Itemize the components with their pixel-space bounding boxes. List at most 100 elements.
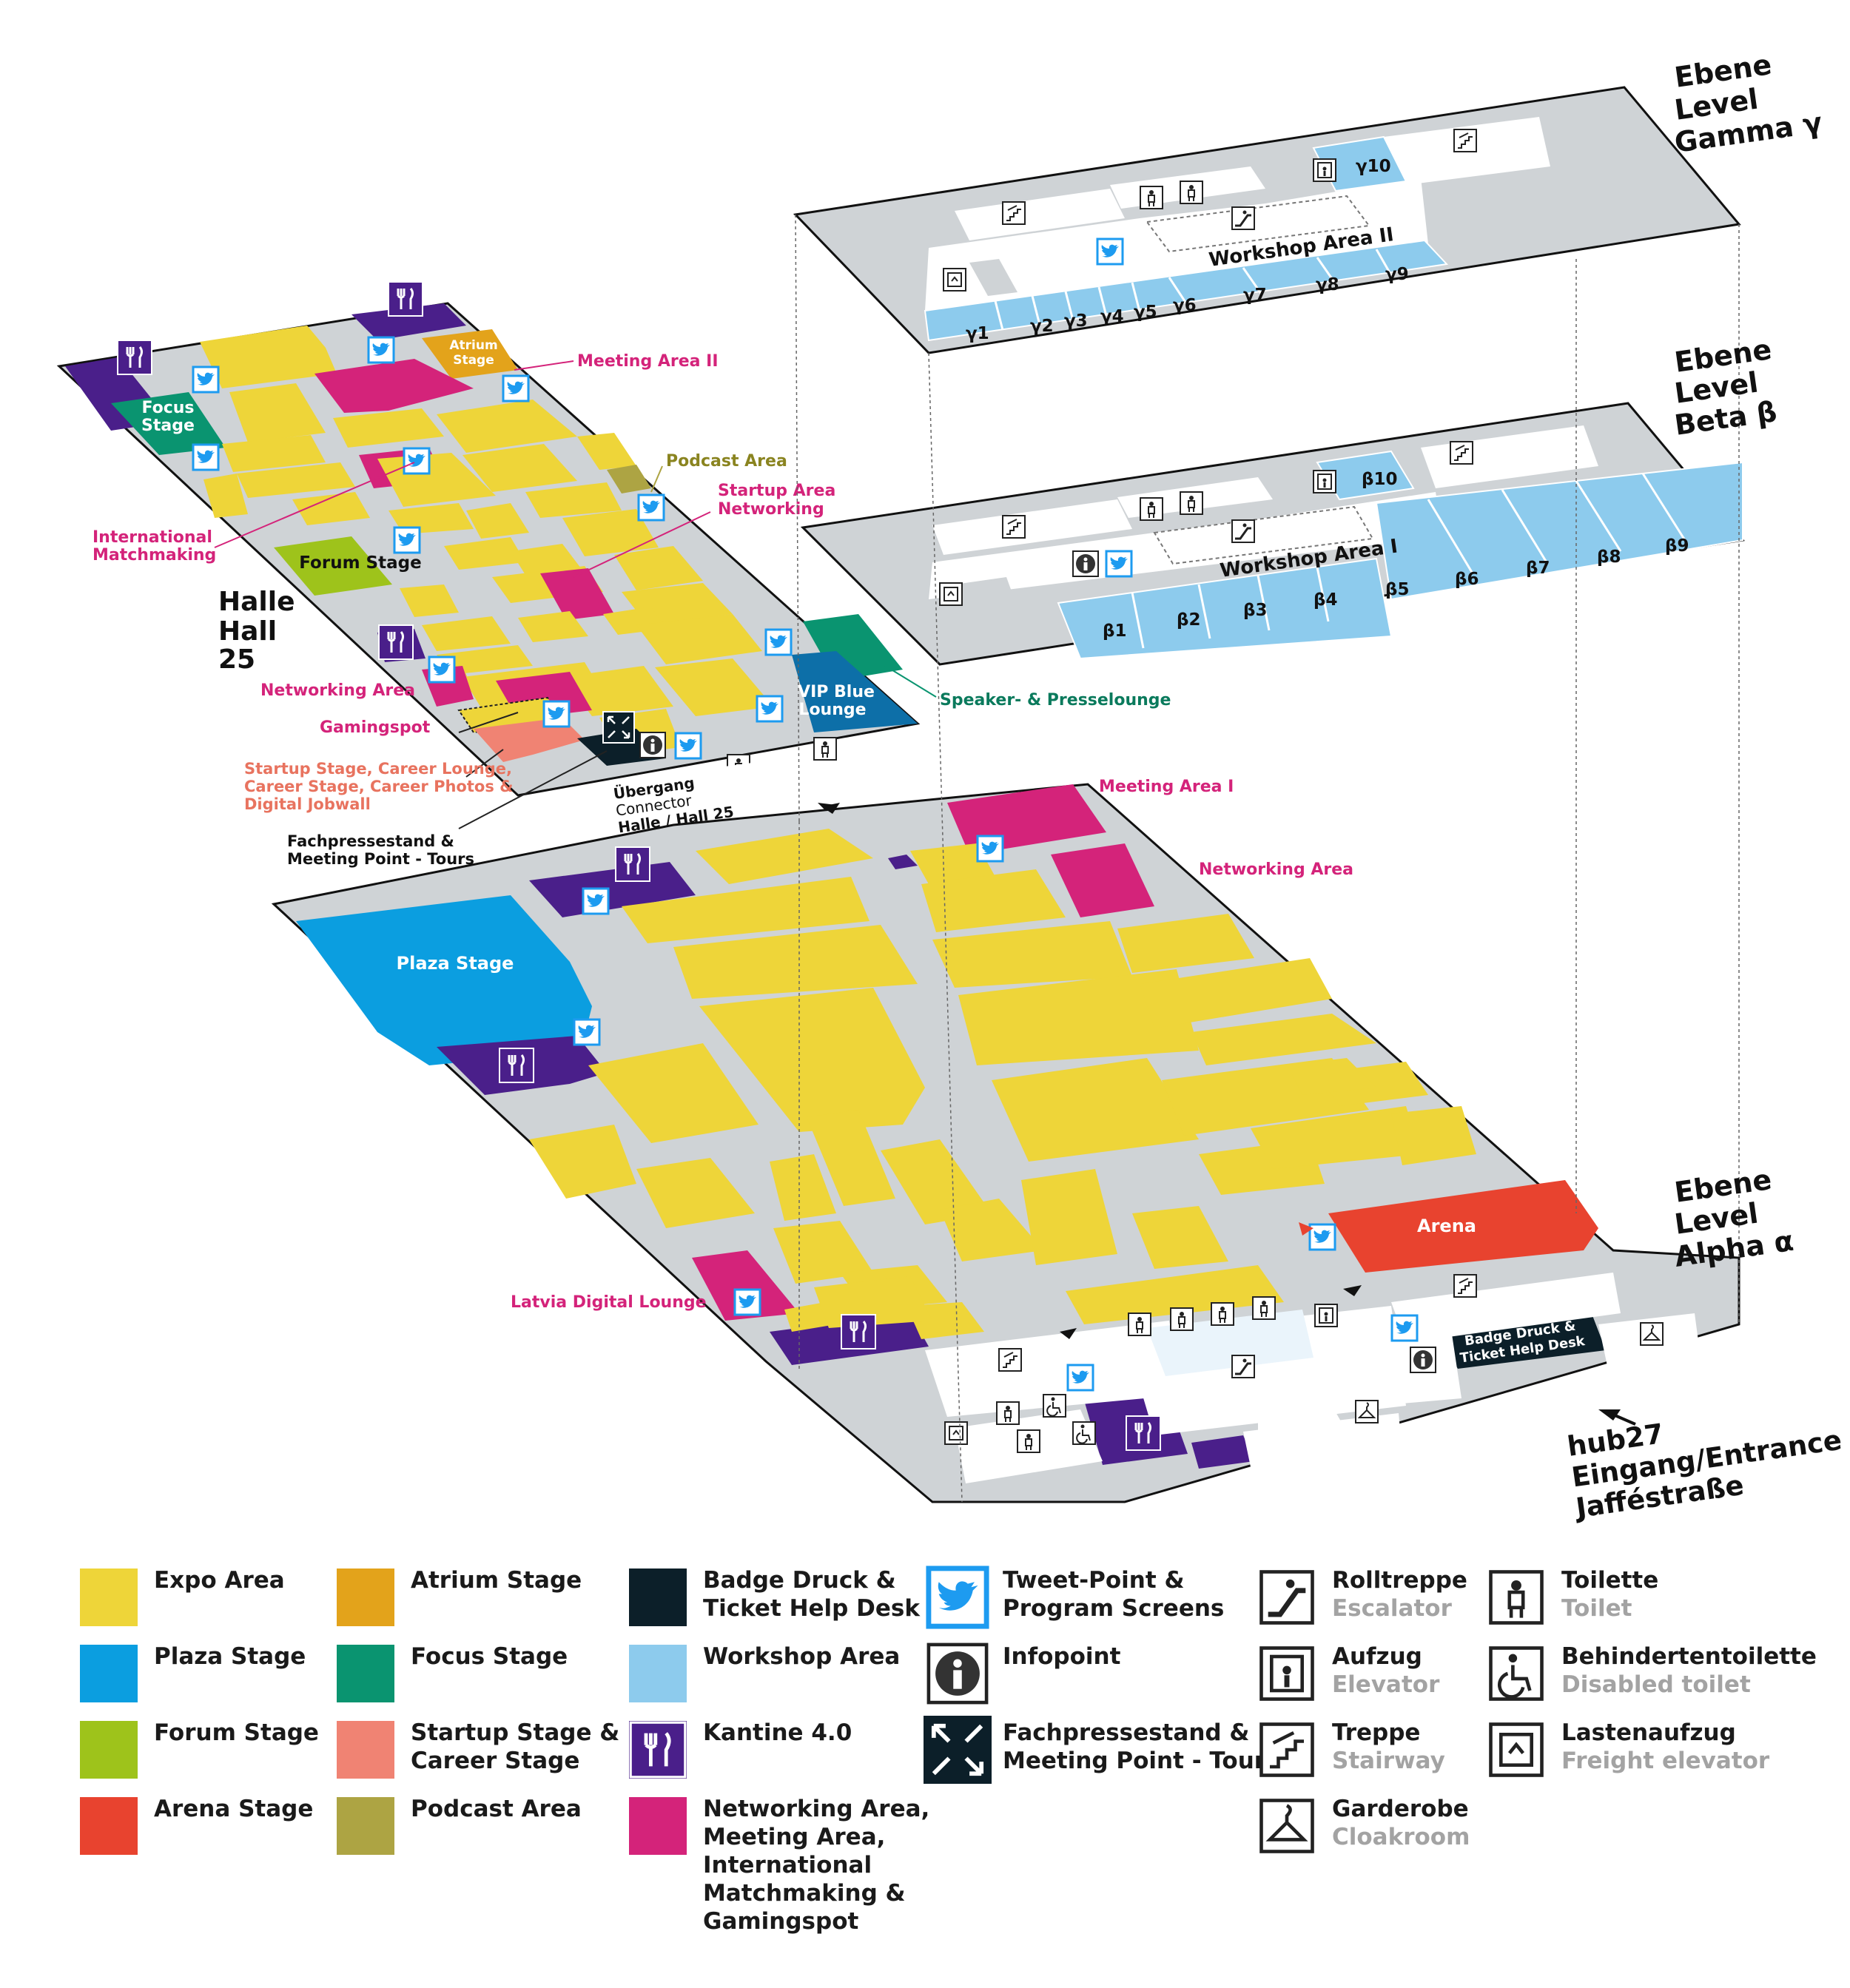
legend-label: Lastenaufzug — [1561, 1719, 1736, 1746]
legend-label: Atrium Stage — [411, 1567, 582, 1594]
tweet-icon — [573, 1018, 601, 1046]
cloakroom-icon — [1262, 1801, 1313, 1852]
kantine-icon — [387, 280, 424, 317]
legend-label: Rolltreppe — [1332, 1567, 1467, 1594]
callout-fachpresse: Meeting Point - Tours — [287, 850, 474, 868]
kantine-icon — [840, 1313, 877, 1350]
legend-label: Infopoint — [1003, 1643, 1121, 1670]
callout-networking-area-alpha: Networking Area — [1199, 860, 1353, 879]
legend-swatch — [629, 1569, 687, 1626]
room-label: γ8 — [1316, 275, 1339, 294]
legend-sublabel: Elevator — [1332, 1671, 1440, 1698]
tweet-icon — [733, 1288, 761, 1316]
legend-swatch — [80, 1569, 138, 1626]
freight-elevator-icon — [939, 582, 963, 606]
tweet-icon — [192, 365, 220, 394]
legend-swatch — [80, 1645, 138, 1702]
room-label: γ10 — [1356, 157, 1391, 176]
stairs-icon — [1453, 129, 1477, 152]
arena-label: Arena — [1417, 1216, 1476, 1236]
disabled-toilet-icon — [1491, 1648, 1542, 1699]
legend-label: Toilette — [1561, 1567, 1658, 1594]
toilet-icon — [1170, 1307, 1194, 1331]
networking-area-alpha — [1051, 843, 1154, 917]
stairs-icon — [1002, 201, 1026, 225]
tweet-icon — [542, 700, 571, 728]
stairs-icon — [1002, 515, 1026, 539]
legend-label: Tweet-Point & — [1003, 1567, 1184, 1594]
legend-label: Matchmaking & — [703, 1880, 906, 1907]
tweet-icon — [976, 835, 1004, 863]
tweet-icon — [1390, 1314, 1419, 1342]
tweet-icon — [637, 493, 665, 522]
toilet-icon — [1252, 1296, 1276, 1320]
level-alpha-floor: Plaza Stage Arena Badge Druck & Ticket H… — [271, 778, 1844, 1525]
legend-label: Podcast Area — [411, 1796, 582, 1822]
elevator-icon — [1312, 158, 1337, 183]
focus-stage-area — [111, 392, 226, 455]
freight-elevator-icon — [944, 1421, 968, 1445]
callout-matchmaking: Matchmaking — [92, 546, 216, 565]
legend-label: Forum Stage — [154, 1719, 319, 1746]
legend-label: Aufzug — [1332, 1643, 1422, 1670]
info-icon — [1072, 550, 1099, 577]
callout-international: International — [92, 528, 212, 547]
disabled-toilet-icon — [1072, 1421, 1096, 1445]
legend-label: Expo Area — [154, 1567, 285, 1594]
toilet-icon — [1140, 497, 1163, 521]
legend-label: Startup Stage & — [411, 1719, 619, 1746]
room-label: β1 — [1103, 621, 1126, 641]
callout-startup-stage: Digital Jobwall — [244, 795, 371, 813]
legend-label: Focus Stage — [411, 1643, 568, 1670]
legend-label: Meeting Area, — [703, 1824, 885, 1850]
room-label: β6 — [1455, 570, 1479, 589]
toilet-icon — [813, 737, 837, 761]
legend-swatch — [337, 1645, 394, 1702]
kantine-icon — [614, 846, 651, 883]
room-label: γ3 — [1064, 311, 1088, 331]
legend-label: Behindertentoilette — [1561, 1643, 1817, 1670]
callout-startup-stage: Career Stage, Career Photos & — [244, 778, 513, 795]
hall25-title: Halle — [218, 587, 295, 617]
atrium-label: Stage — [453, 353, 494, 368]
tweet-icon — [929, 1569, 986, 1626]
kantine-icon — [116, 339, 153, 376]
freight-elevator-icon — [1491, 1725, 1542, 1776]
callout-meeting-area-i: Meeting Area I — [1099, 778, 1234, 796]
stairs-icon — [1453, 1274, 1477, 1298]
toilet-icon — [996, 1401, 1020, 1425]
room-label: β5 — [1385, 580, 1409, 599]
legend-label: Gamingspot — [703, 1908, 858, 1935]
tweet-icon — [367, 336, 395, 364]
press-icon — [922, 1714, 994, 1786]
atrium-label: Atrium — [449, 338, 497, 353]
legend-label: Workshop Area — [703, 1643, 900, 1670]
legend-sublabel: Toilet — [1561, 1595, 1632, 1622]
legend-swatch — [337, 1721, 394, 1779]
level-gamma-floor: γ1 γ2 γ3 γ4 γ5 γ6 γ7 γ8 γ9 γ10 Workshop … — [793, 86, 1741, 354]
room-label: γ7 — [1243, 286, 1267, 305]
legend-label: Kantine 4.0 — [703, 1719, 852, 1746]
legend-swatch — [337, 1569, 394, 1626]
cloakroom-icon — [1640, 1322, 1664, 1346]
callout-gamingspot: Gamingspot — [320, 718, 431, 737]
forum-stage-area — [274, 536, 392, 596]
hall25-floor: Atrium Stage Focus Stage Forum Stage VIP… — [56, 280, 1171, 868]
stairs-icon — [1450, 441, 1473, 465]
legend-swatch — [629, 1645, 687, 1702]
callout-fachpresse: Fachpressestand & — [287, 832, 454, 850]
vip-blue-lounge-area — [792, 651, 918, 732]
meeting-area-ii — [314, 359, 474, 413]
plaza-stage-area — [296, 895, 592, 1065]
focus-label: Stage — [141, 417, 195, 435]
legend-label: Meeting Point - Tours — [1003, 1748, 1279, 1774]
escalator-icon — [1231, 1354, 1256, 1379]
legend-label: Garderobe — [1332, 1796, 1469, 1822]
toilet-icon — [1017, 1429, 1040, 1453]
room-label: γ6 — [1173, 296, 1197, 315]
legend-label: International — [703, 1852, 872, 1879]
room-label: β2 — [1177, 610, 1200, 630]
disabled-toilet-icon — [1043, 1394, 1066, 1418]
tweet-icon — [502, 374, 530, 402]
